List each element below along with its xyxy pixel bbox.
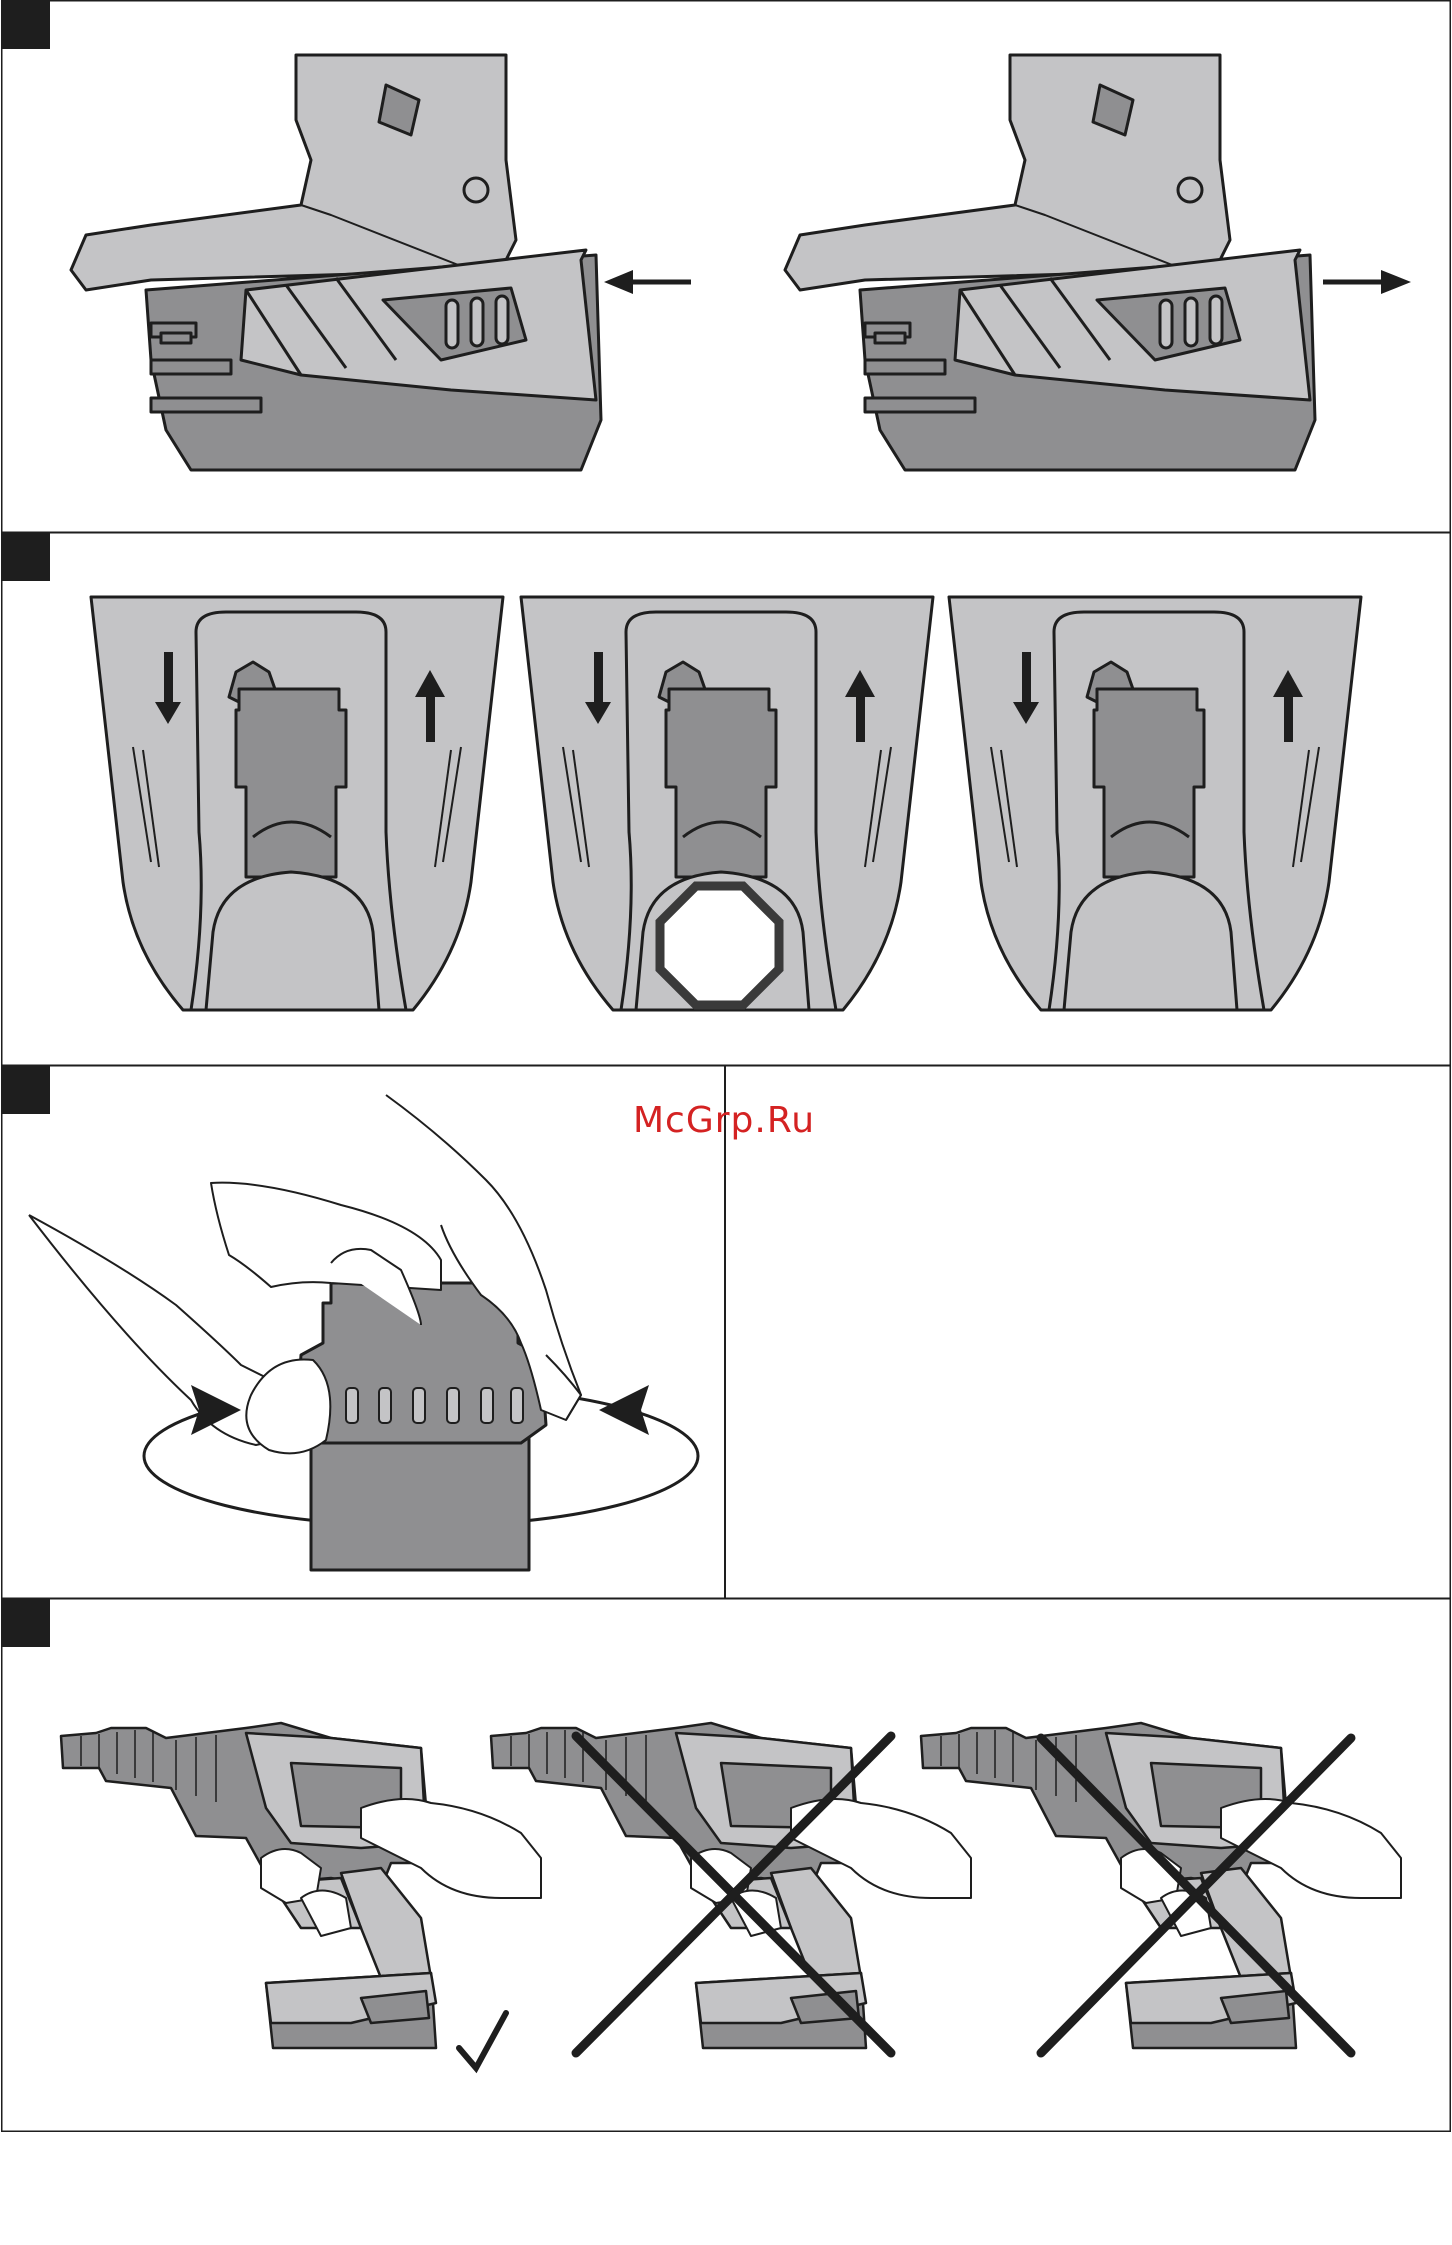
check-mark-icon [459,2013,506,2068]
drill-with-battery-left [71,55,601,470]
arrow-icon [599,1385,649,1435]
figure-2-panel [1,532,1451,1066]
chuck-positions-illustration [1,532,1451,1066]
chuck-rotation-illustration [1,1065,1451,1599]
battery-removal-illustration [1,0,1451,533]
chuck-view-3 [949,532,1361,1010]
grip-illustration [1,1598,1451,2132]
arrow-right-icon [1323,270,1411,294]
figure-4-panel [1,1598,1451,2132]
figure-3-panel: McGrp.Ru [1,1065,1451,1599]
watermark-text: McGrp.Ru [633,1100,815,1141]
figure-1-panel [1,0,1451,533]
octagon-icon [660,886,779,1005]
grip-wrong-2 [921,1723,1401,2048]
arrow-left-icon [604,270,691,294]
grip-wrong-1 [491,1723,971,2048]
